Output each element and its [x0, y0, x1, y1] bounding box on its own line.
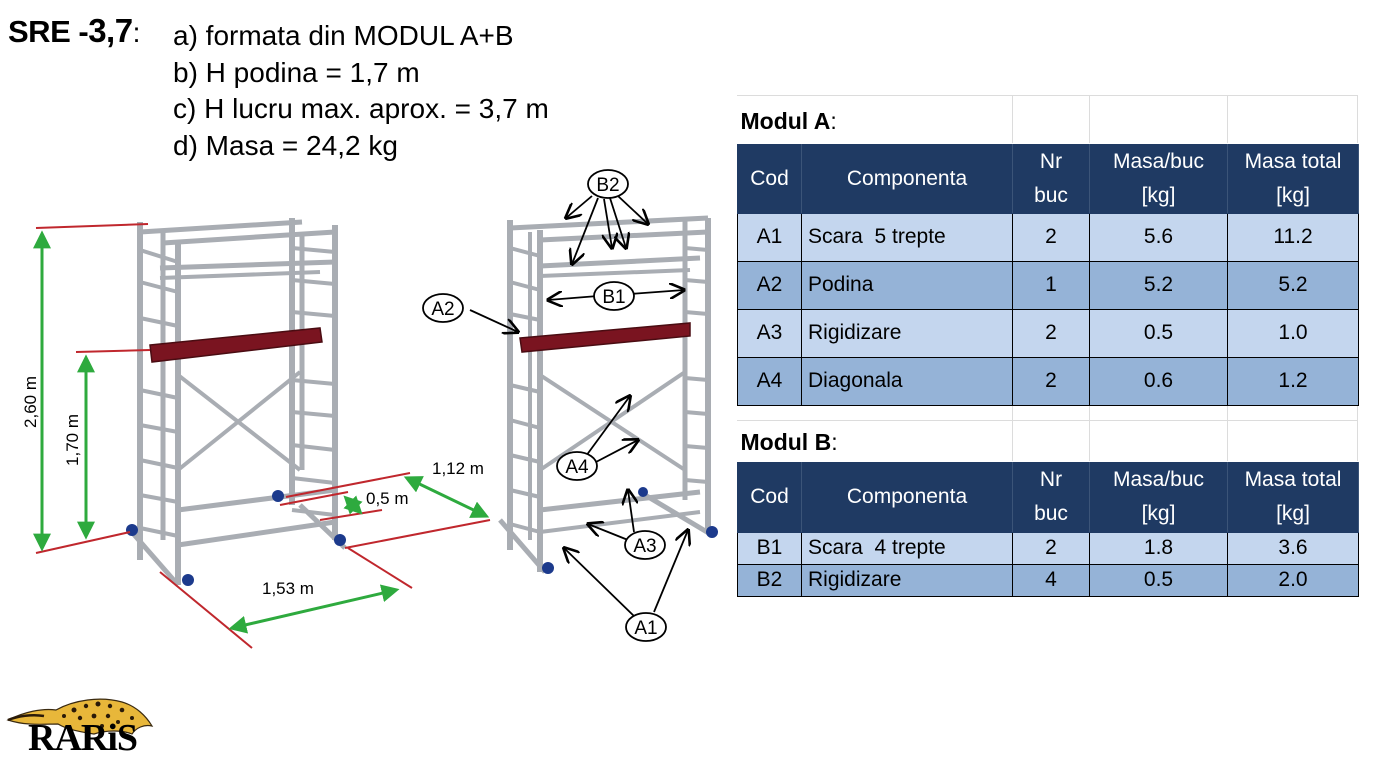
callout-b2-label: B2	[596, 175, 619, 196]
col-header-masa-buc: Masa/buc[kg]	[1089, 461, 1228, 533]
cell-componenta: Podina	[801, 260, 1013, 310]
cell-nr: 2	[1012, 308, 1090, 358]
wheels-right	[542, 487, 718, 574]
cell-masa-buc: 5.2	[1089, 260, 1228, 310]
gridline	[737, 420, 1358, 421]
cell-nr: 2	[1012, 212, 1090, 262]
spec-item: c) H lucru max. aprox. = 3,7 m	[173, 93, 549, 124]
col-header-cod: Cod	[737, 143, 802, 214]
gridline	[1357, 403, 1358, 461]
model-prefix: SRE -	[8, 14, 89, 49]
dimension-lines	[33, 230, 490, 634]
col-header-masa-total: Masa total[kg]	[1226, 461, 1360, 533]
scaffold-right	[498, 215, 714, 574]
dim-width: 1,12 m	[432, 459, 484, 478]
cell-masa-buc: 5.6	[1089, 212, 1228, 262]
col-header-cod: Cod	[737, 461, 802, 533]
cell-masa-buc: 0.5	[1089, 563, 1228, 597]
modul-a-title: Modul A:	[740, 108, 837, 135]
table-row: A3 Rigidizare 2 0.5 1.0	[737, 308, 1360, 358]
cell-cod: B2	[737, 563, 802, 597]
gridline	[1357, 95, 1358, 143]
cell-nr: 1	[1012, 260, 1090, 310]
callout-a3: A3	[624, 530, 666, 560]
gridline	[1227, 95, 1228, 143]
logo-text: RARiS	[28, 717, 138, 759]
scaffold-left	[128, 218, 347, 587]
cell-masa-total: 3.6	[1226, 531, 1360, 565]
scaffold-drawings: 2,60 m 1,70 m 1,12 m 0,5 m 1,53 m	[21, 169, 718, 649]
cell-componenta: Scara 4 trepte	[801, 531, 1013, 565]
model-number: 3,7	[88, 12, 133, 49]
spec-item: a) formata din MODUL A+B	[173, 20, 514, 51]
callout-b1: B1	[593, 281, 635, 311]
cell-cod: B1	[737, 531, 802, 565]
platform-left	[149, 327, 323, 363]
callout-a3-label: A3	[633, 536, 656, 557]
dim-platform-height: 1,70 m	[63, 414, 82, 466]
dimension-extension-lines	[35, 223, 491, 649]
model-colon: :	[132, 17, 141, 48]
cell-componenta: Diagonala	[801, 356, 1013, 406]
dim-length: 1,53 m	[262, 579, 314, 598]
cell-masa-total: 11.2	[1226, 212, 1360, 262]
dim-total-height: 2,60 m	[21, 376, 40, 428]
spec-list: a) formata din MODUL A+B b) H podina = 1…	[173, 18, 549, 164]
cell-nr: 4	[1012, 563, 1090, 597]
cell-masa-total: 1.0	[1226, 308, 1360, 358]
col-header-componenta: Componenta	[801, 143, 1013, 214]
gridline	[1227, 403, 1228, 461]
cell-nr: 2	[1012, 356, 1090, 406]
callout-a2-label: A2	[431, 299, 454, 320]
gridline	[1089, 95, 1090, 143]
model-title: SRE -3,7:	[8, 12, 140, 50]
cell-componenta: Scara 5 trepte	[801, 212, 1013, 262]
cell-cod: A1	[737, 212, 802, 262]
cell-cod: A4	[737, 356, 802, 406]
cell-componenta: Rigidizare	[801, 308, 1013, 358]
modul-b-title: Modul B:	[740, 429, 838, 456]
spec-item: d) Masa = 24,2 kg	[173, 129, 398, 161]
callout-a1-label: A1	[634, 618, 657, 639]
cell-cod: A3	[737, 308, 802, 358]
table-row: B1 Scara 4 trepte 2 1.8 3.6	[737, 531, 1360, 565]
table-row: A4 Diagonala 2 0.6 1.2	[737, 356, 1360, 406]
callout-a1: A1	[625, 612, 667, 642]
cell-nr: 2	[1012, 531, 1090, 565]
callout-a2: A2	[422, 293, 464, 323]
cell-masa-buc: 0.6	[1089, 356, 1228, 406]
callout-a4: A4	[556, 451, 598, 481]
col-header-masa-total: Masa total[kg]	[1226, 143, 1360, 214]
gridline	[1012, 403, 1013, 461]
callout-b1-label: B1	[602, 287, 625, 308]
cell-masa-total: 1.2	[1226, 356, 1360, 406]
callout-arrows	[469, 195, 688, 619]
platform-right	[519, 322, 691, 353]
gridline	[1012, 95, 1013, 143]
raris-logo-leopard	[6, 698, 154, 735]
spec-item: b) H podina = 1,7 m	[173, 56, 420, 88]
gridline	[737, 95, 1358, 96]
cell-masa-buc: 0.5	[1089, 308, 1228, 358]
cell-cod: A2	[737, 260, 802, 310]
table-row: A2 Podina 1 5.2 5.2	[737, 260, 1360, 310]
cell-masa-total: 5.2	[1226, 260, 1360, 310]
cell-componenta: Rigidizare	[801, 563, 1013, 597]
table-row: B2 Rigidizare 4 0.5 2.0	[737, 563, 1360, 597]
gridline	[1089, 403, 1090, 461]
callout-b2: B2	[587, 169, 629, 199]
col-header-componenta: Componenta	[801, 461, 1013, 533]
cell-masa-total: 2.0	[1226, 563, 1360, 597]
cell-masa-buc: 1.8	[1089, 531, 1228, 565]
table-row: A1 Scara 5 trepte 2 5.6 11.2	[737, 212, 1360, 262]
col-header-masa-buc: Masa/buc[kg]	[1089, 143, 1228, 214]
callout-a4-label: A4	[565, 457, 589, 478]
dim-stabilizer: 0,5 m	[366, 489, 409, 508]
